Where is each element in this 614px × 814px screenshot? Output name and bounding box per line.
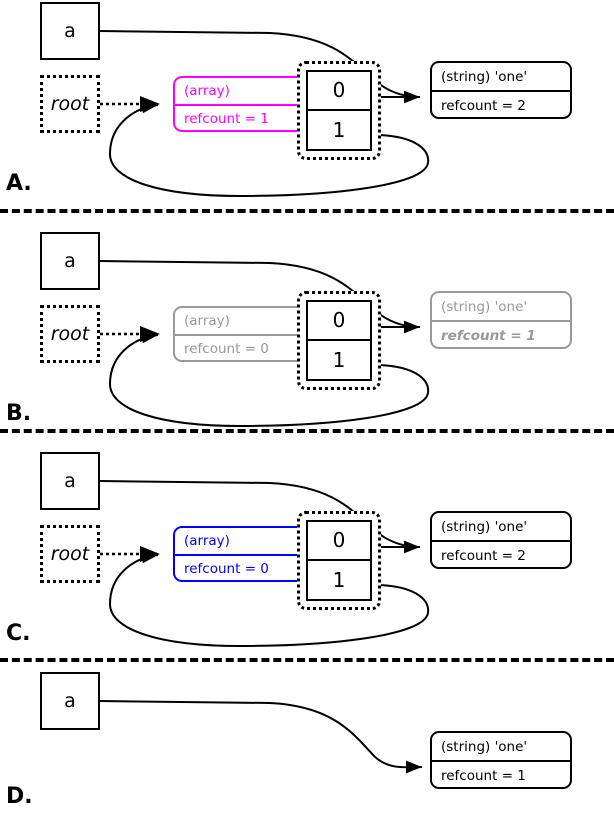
zval-string-refcount: refcount = 1 [441,767,526,784]
var-box-a: a [40,232,100,290]
zval-string: (string) 'one' refcount = 2 [430,61,572,119]
zval-string: (string) 'one' refcount = 1 [430,731,572,789]
zval-string-refcount: refcount = 2 [441,97,526,114]
zval-array: (array) refcount = 1 [173,76,313,132]
panel-label-a: A. [6,171,32,196]
array-cell-1: 1 [332,567,346,592]
panel-d: a (string) 'one' refcount = 1 D. [0,670,614,814]
zval-array: (array) refcount = 0 [173,306,313,362]
zval-string-type: (string) 'one' [432,293,570,322]
var-box-a-label: a [64,20,76,42]
panel-separator-3 [0,658,614,662]
panel-c: a root (array) refcount = 0 0 1 (string)… [0,450,614,658]
root-box-label: root [50,93,90,115]
zval-string-type: (string) 'one' [432,63,570,92]
var-box-a: a [40,2,100,60]
zval-array: (array) refcount = 0 [173,526,313,582]
panel-separator-2 [0,429,614,433]
zval-array-type: (array) [175,528,311,556]
root-box: root [40,305,100,363]
var-box-a-label: a [64,470,76,492]
zval-string-refcount: refcount = 1 [441,327,536,344]
zval-array-type: (array) [175,78,311,106]
var-box-a: a [40,452,100,510]
array-cells: 0 1 [297,511,381,610]
root-box: root [40,525,100,583]
array-cell-0: 0 [308,302,370,341]
array-cell-0: 0 [308,522,370,561]
var-box-a-label: a [64,690,76,712]
var-box-a: a [40,672,100,730]
zval-array-refcount: refcount = 1 [184,111,269,127]
panel-separator-1 [0,209,614,213]
array-cells: 0 1 [297,291,381,390]
array-cell-1: 1 [332,117,346,142]
panel-label-b: B. [6,401,32,426]
root-box-label: root [50,323,90,345]
zval-string-refcount: refcount = 2 [441,547,526,564]
zval-array-type: (array) [175,308,311,336]
zval-array-refcount: refcount = 0 [184,341,269,357]
zval-string: (string) 'one' refcount = 1 [430,291,572,349]
array-cell-0: 0 [308,72,370,111]
panel-label-c: C. [6,621,31,646]
array-cells: 0 1 [297,61,381,160]
panel-b: a root (array) refcount = 0 0 1 (string)… [0,230,614,429]
root-box-label: root [50,543,90,565]
panel-a: a root (array) refcount = 1 0 1 (string)… [0,0,614,209]
panel-label-d: D. [6,784,33,809]
zval-string-type: (string) 'one' [432,513,570,542]
zval-string: (string) 'one' refcount = 2 [430,511,572,569]
var-box-a-label: a [64,250,76,272]
root-box: root [40,75,100,133]
zval-array-refcount: refcount = 0 [184,561,269,577]
array-cell-1: 1 [332,347,346,372]
zval-string-type: (string) 'one' [432,733,570,762]
